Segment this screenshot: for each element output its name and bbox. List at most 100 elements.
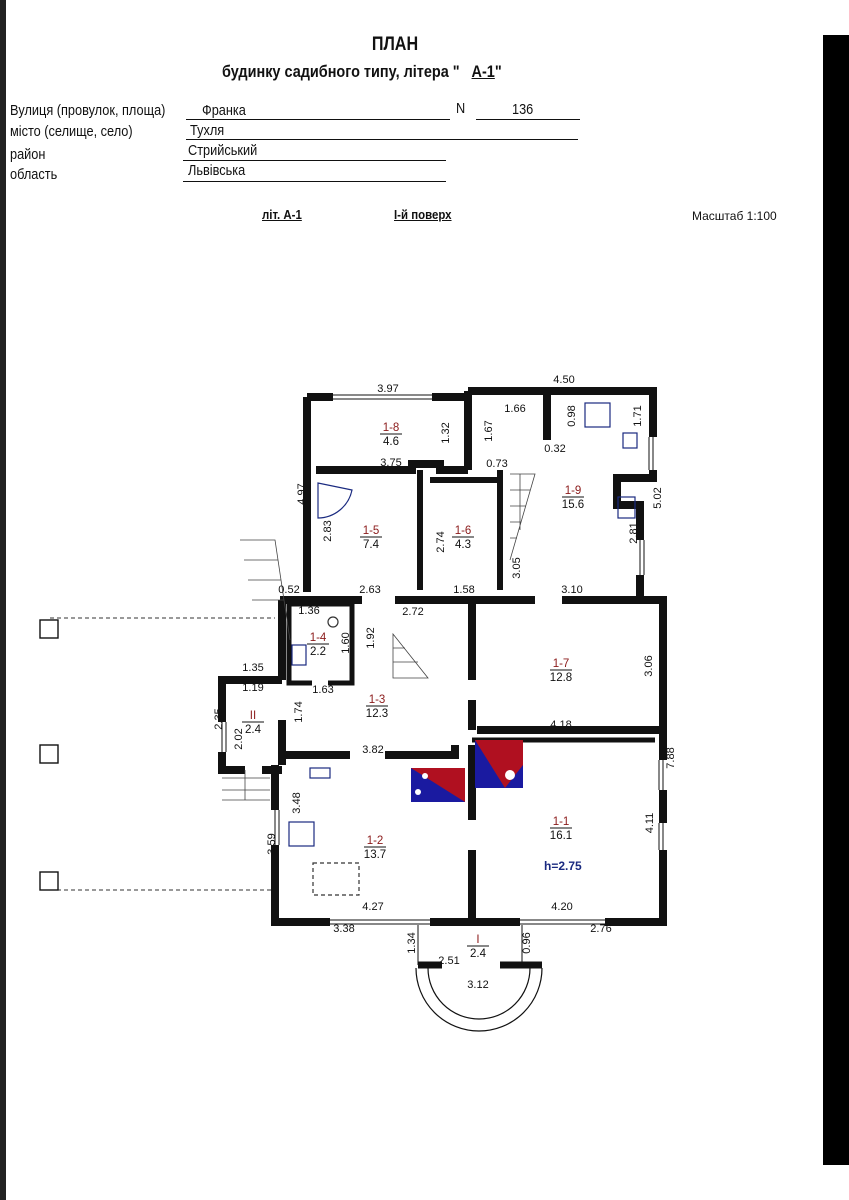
porch: [415, 925, 543, 1032]
dimension-label: 3.12: [467, 979, 488, 991]
page-title: ПЛАН: [371, 34, 419, 55]
city-value: Тухля: [190, 122, 225, 139]
room-label: 1-1 16.1: [550, 816, 572, 842]
cooktop-icon: [584, 402, 611, 428]
dimension-label: 3.75: [380, 457, 401, 469]
dimension-label: 2.72: [402, 606, 423, 618]
room-label: 1-7 12.8: [550, 658, 572, 684]
room-area: 15.6: [562, 499, 584, 511]
sink-icon: [309, 767, 331, 779]
shower-icon: [317, 482, 353, 519]
district-label: район: [10, 146, 46, 163]
dimension-label: 4.18: [550, 719, 571, 731]
dimension-label: 4.11: [644, 813, 656, 834]
dimension-label: 5.02: [652, 487, 664, 508]
dimension-label: 3.48: [291, 792, 303, 813]
subtitle-quote: ": [494, 62, 502, 81]
street-line: [186, 119, 450, 120]
dimension-label: 4.20: [551, 901, 572, 913]
room-label: 1-3 12.3: [366, 694, 388, 720]
room-label: 1-42.2: [307, 632, 329, 658]
dimension-label: 1.60: [340, 632, 352, 653]
dimension-label: 2.63: [359, 584, 380, 596]
dimension-label: 2.02: [233, 728, 245, 749]
litera-value: А-1: [471, 62, 495, 81]
room-area: 4.3: [455, 539, 471, 551]
dimension-label: 2.81: [628, 522, 640, 543]
scan-edge-right: [823, 35, 849, 1165]
scale-label: Масштаб 1:100: [692, 209, 777, 223]
room-number: 1-3: [369, 694, 386, 706]
room-number: 1-1: [553, 816, 570, 828]
room-label: 1-84.6: [380, 422, 402, 448]
dimension-label: 0.73: [486, 458, 507, 470]
dimension-label: 2.35: [213, 708, 225, 729]
dimension-label: 1.74: [293, 701, 305, 722]
number-value: 136: [512, 101, 534, 118]
room-area: 2.2: [310, 646, 326, 658]
dimension-label: 1.66: [504, 403, 525, 415]
room-label: I2.4: [467, 934, 489, 960]
room-number: 1-8: [383, 422, 400, 434]
dimension-label: 3.06: [643, 655, 655, 676]
sink-icon: [622, 432, 638, 449]
stoves: [411, 740, 523, 802]
basin-icon: [291, 644, 307, 666]
dimension-label: 1.36: [298, 605, 319, 617]
room-number: 1-7: [553, 658, 570, 670]
dimension-label: 2.83: [322, 520, 334, 541]
stairs: [222, 473, 536, 801]
hatch-icon: [312, 862, 360, 896]
street-value: Франка: [202, 102, 246, 119]
dimension-label: 4.50: [553, 374, 574, 386]
room-area: 2.4: [245, 724, 262, 736]
page-subtitle: будинку садибного типу, літера "А-1": [222, 62, 502, 82]
room-area: 16.1: [550, 830, 572, 842]
room-label: 1-57.4: [360, 525, 382, 551]
region-label: область: [10, 166, 58, 183]
scan-edge-left: [0, 0, 6, 1200]
city-label: місто (селище, село): [10, 123, 133, 140]
dimension-label: 1.58: [453, 584, 474, 596]
dimension-label: 1.63: [312, 684, 333, 696]
room-area: 7.4: [363, 539, 380, 551]
dimension-label: 3.59: [266, 833, 278, 854]
dimension-label: 2.76: [590, 923, 611, 935]
windows: [221, 394, 664, 925]
floor-label: І-й поверх: [394, 207, 452, 222]
walls: [218, 387, 667, 926]
room-label: 1-213.7: [364, 835, 386, 861]
dimension-label: 2.51: [438, 955, 459, 967]
dimension-label: 4.97: [296, 483, 308, 504]
dimension-label: 1.71: [632, 405, 644, 426]
region-value: Львівська: [188, 162, 246, 179]
dimension-label: 7.88: [665, 747, 677, 768]
dimension-label: 0.98: [566, 405, 578, 426]
room-label: 1-64.3: [452, 525, 474, 551]
region-line: [183, 181, 446, 182]
street-label: Вулиця (провулок, площа): [10, 102, 166, 119]
posts: [39, 619, 59, 891]
dimension-label: 3.38: [333, 923, 354, 935]
city-line: [186, 139, 578, 140]
litera-label: літ. А-1: [262, 207, 302, 222]
number-line: [476, 119, 580, 120]
dimension-label: 4.27: [362, 901, 383, 913]
dimension-label: 1.67: [483, 420, 495, 441]
room-label: II2.4: [242, 710, 264, 736]
room-number: 1-4: [310, 632, 327, 644]
dimension-label: 3.10: [561, 584, 582, 596]
room-area: 2.4: [470, 948, 487, 960]
dimension-label: 1.19: [242, 682, 263, 694]
room-number: 1-5: [363, 525, 380, 537]
room-area: 12.3: [366, 708, 388, 720]
outline-dashed: [50, 617, 275, 891]
dimension-label: 3.82: [362, 744, 383, 756]
dimension-label: 1.35: [242, 662, 263, 674]
room-area: 4.6: [383, 436, 399, 448]
district-line: [183, 160, 446, 161]
room-number: 1-2: [367, 835, 384, 847]
room-area: 12.8: [550, 672, 572, 684]
